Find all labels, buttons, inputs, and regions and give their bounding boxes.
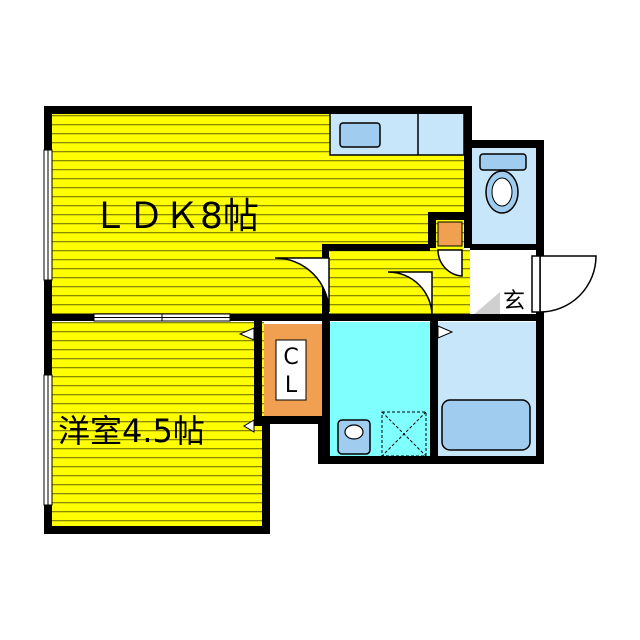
windows bbox=[43, 149, 53, 506]
entrance-step bbox=[472, 292, 500, 316]
walls bbox=[44, 106, 544, 534]
closet-label-box bbox=[275, 339, 307, 401]
ldk-label: ＬＤＫ8帖 bbox=[92, 196, 259, 237]
toilet-icon bbox=[337, 419, 371, 455]
kitchen-counter bbox=[329, 112, 465, 156]
western-room-floor bbox=[52, 322, 264, 528]
closet bbox=[264, 324, 324, 422]
door-swings bbox=[274, 249, 597, 317]
sliding-door bbox=[93, 313, 231, 322]
door-front-frame bbox=[531, 255, 541, 313]
western-room bbox=[52, 322, 264, 528]
door-washroom bbox=[387, 271, 433, 317]
bathtub-icon bbox=[441, 399, 531, 451]
closet-label-l: L bbox=[285, 373, 298, 398]
door-toilet bbox=[437, 249, 463, 277]
toilet-room bbox=[472, 146, 538, 248]
washroom bbox=[330, 322, 430, 460]
western-room-label: 洋室4.5帖 bbox=[58, 412, 205, 450]
sink-icon bbox=[339, 122, 381, 148]
toilet-icon bbox=[479, 153, 527, 214]
entrance-floor bbox=[472, 250, 538, 316]
door-front bbox=[539, 255, 597, 313]
fridge-space bbox=[437, 221, 463, 247]
entrance bbox=[472, 250, 538, 316]
door-ldk-hall bbox=[274, 257, 330, 313]
bathroom bbox=[436, 322, 538, 460]
closet-label-c: C bbox=[283, 345, 298, 370]
entry-markers bbox=[238, 325, 454, 433]
entrance-label: 玄 bbox=[503, 289, 525, 314]
